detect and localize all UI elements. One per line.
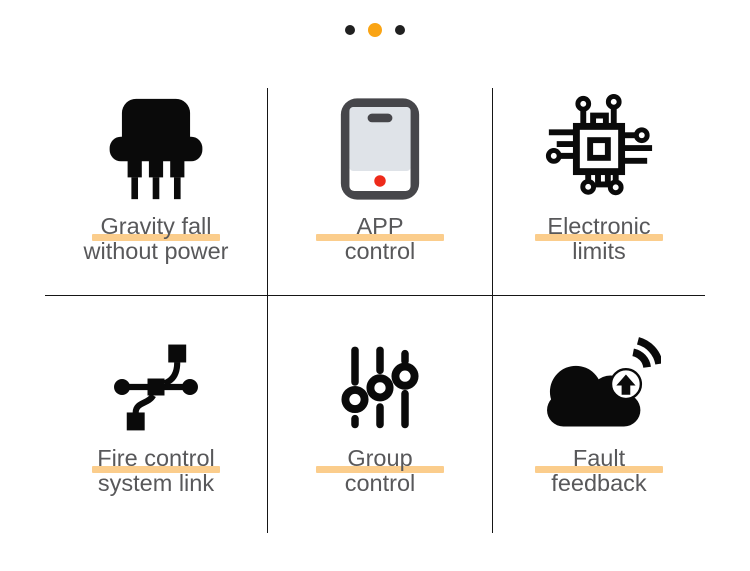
feature-cell-app-control: APP control [268,88,493,296]
features-grid: Gravity fall without power APP control [45,88,705,533]
feature-label-line2: feedback [551,470,647,496]
carousel-dot-2[interactable] [368,23,382,37]
feature-label-line2: without power [83,238,229,264]
feature-cell-group-control: Group control [268,296,493,533]
feature-label-line2: limits [572,238,626,264]
carousel-dots [0,22,750,38]
feature-label: Gravity fall without power [84,214,229,264]
feature-label-line2: system link [97,470,215,496]
feature-cell-gravity-fall: Gravity fall without power [45,88,268,296]
feature-label-line1: Gravity fall [100,213,212,239]
feature-label-line2: control [344,470,416,496]
carousel-dot-3[interactable] [395,25,405,35]
feature-label: Fault feedback [551,446,646,496]
sliders-icon [341,346,419,429]
feature-label: Group control [345,446,416,496]
cloud-upload-wifi-icon [547,337,661,427]
carousel-dot-1[interactable] [345,25,355,35]
feature-label-line1: Group [347,445,413,471]
smartphone-icon [340,98,420,200]
feature-cell-electronic-limits: Electronic limits [493,88,705,296]
transistor-icon [109,98,203,200]
feature-label-line2: control [344,238,416,264]
feature-label-line1: Electronic [547,213,651,239]
feature-label: APP control [345,214,416,264]
feature-label-line1: APP [356,213,404,239]
node-link-icon [114,344,198,431]
feature-label-line1: Fire control [97,445,215,471]
feature-label: Electronic limits [547,214,650,264]
feature-cell-fire-control: Fire control system link [45,296,268,533]
feature-cell-fault-feedback: Fault feedback [493,296,705,533]
circuit-chip-icon [545,93,653,196]
feature-label-line1: Fault [572,445,626,471]
feature-label: Fire control system link [97,446,215,496]
